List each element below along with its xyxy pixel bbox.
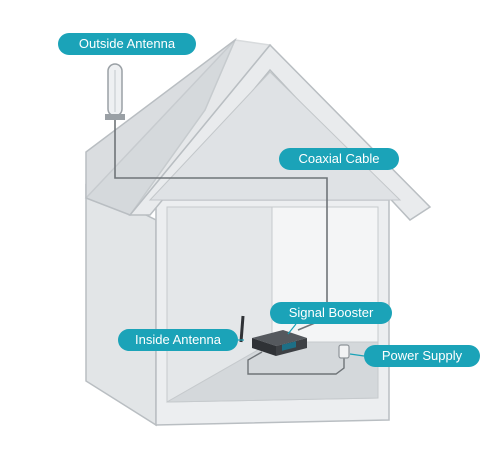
leader-signal-booster [287,323,297,335]
signal-booster-label: Signal Booster [270,302,392,324]
inside-antenna-label: Inside Antenna [118,329,238,351]
roof-ridge [84,39,272,216]
power-supply-label: Power Supply [364,345,480,367]
house-interior-floor [166,341,379,403]
power-supply-device [338,344,350,359]
coaxial-cable-label: Coaxial Cable [279,148,399,170]
house-left-wall [85,183,157,427]
outside-antenna [105,63,125,120]
signal-booster-device [252,330,307,356]
leader-power-supply [349,353,365,357]
inside-antenna [239,315,245,343]
power-cable [247,351,345,375]
outside-antenna-label: Outside Antenna [58,33,196,55]
